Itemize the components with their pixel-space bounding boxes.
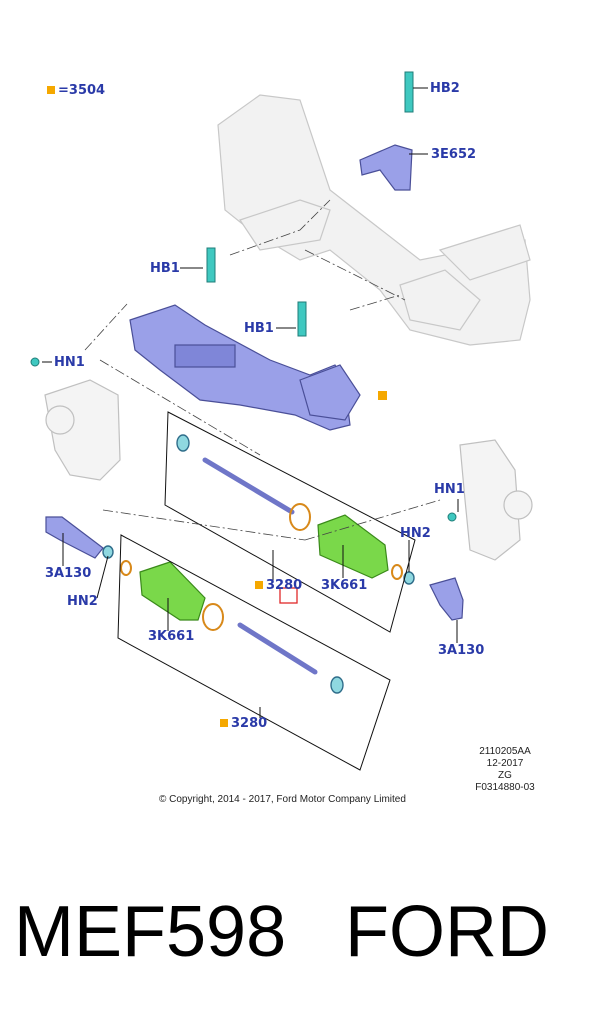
bracket-3e652 bbox=[359, 144, 413, 191]
orange-marker-rack bbox=[378, 391, 387, 400]
callout-hn2-left: HN2 bbox=[67, 594, 98, 609]
legend-3504: =3504 bbox=[47, 83, 105, 98]
tie-rod-ends bbox=[45, 516, 464, 621]
callout-3280-low-text: 3280 bbox=[231, 716, 268, 731]
drawing-code: ZG bbox=[498, 770, 512, 781]
seals bbox=[102, 434, 415, 694]
callout-3280-mid: 3280 bbox=[255, 578, 302, 593]
drawing-id: 2110205AA bbox=[479, 746, 531, 757]
legend-text: =3504 bbox=[58, 83, 106, 98]
callout-3k661-upper: 3K661 bbox=[321, 578, 368, 593]
callout-3k661-lower: 3K661 bbox=[148, 629, 195, 644]
kit-frames bbox=[117, 411, 416, 771]
callout-3a130-right: 3A130 bbox=[438, 643, 485, 658]
orange-square-marker bbox=[47, 86, 55, 94]
steering-knuckle-right bbox=[459, 439, 533, 561]
part-number: MEF598 bbox=[14, 892, 287, 972]
red-square-marker bbox=[279, 587, 298, 604]
steering-gear-rack bbox=[129, 304, 361, 431]
drawing-metadata: 2110205AA 12-2017 ZG F0314880-03 bbox=[465, 746, 545, 794]
clamp-rings bbox=[120, 503, 403, 631]
inner-tie-rods bbox=[202, 457, 318, 675]
callout-hb2: HB2 bbox=[430, 81, 460, 96]
bellows-boots bbox=[139, 514, 389, 621]
orange-square-marker bbox=[255, 581, 263, 589]
brand-name: FORD bbox=[345, 892, 549, 972]
callout-hn1-left: HN1 bbox=[54, 355, 85, 370]
steering-knuckle-left bbox=[44, 379, 121, 481]
callout-hn1-right: HN1 bbox=[434, 482, 465, 497]
leader-lines bbox=[42, 87, 459, 718]
copyright-notice: © Copyright, 2014 - 2017, Ford Motor Com… bbox=[159, 794, 406, 805]
callout-3280-mid-text: 3280 bbox=[266, 578, 303, 593]
callout-3e652: 3E652 bbox=[431, 147, 477, 162]
assembly-guides bbox=[84, 199, 441, 541]
callout-hb1-mid: HB1 bbox=[244, 321, 274, 336]
callout-hb1-top: HB1 bbox=[150, 261, 180, 276]
callout-3a130-left: 3A130 bbox=[45, 566, 92, 581]
bolts bbox=[30, 71, 457, 522]
callout-hn2-right: HN2 bbox=[400, 526, 431, 541]
drawing-ref: F0314880-03 bbox=[475, 782, 535, 793]
callout-3280-low: 3280 bbox=[220, 716, 267, 731]
subframe bbox=[217, 94, 531, 346]
orange-square-marker bbox=[220, 719, 228, 727]
drawing-date: 12-2017 bbox=[486, 758, 524, 769]
